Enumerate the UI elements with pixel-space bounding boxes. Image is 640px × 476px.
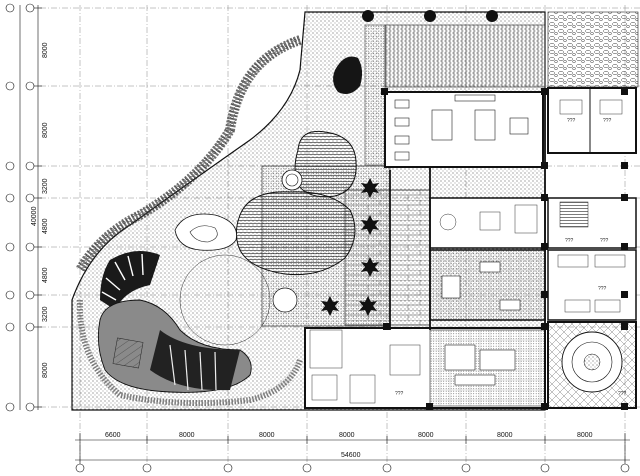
dimension-bottom	[75, 433, 630, 465]
dim-bottom-5: 8000	[418, 432, 434, 439]
room-mark-5: ???	[598, 286, 607, 292]
round-trees	[362, 10, 498, 22]
water-feature-upper	[294, 130, 357, 198]
room-mark-7: ???	[618, 391, 627, 397]
dim-bottom-7: 8000	[577, 432, 593, 439]
room-mark-6: ???	[395, 391, 404, 397]
structural-columns	[381, 88, 628, 410]
dim-left-6: 3200	[42, 306, 49, 322]
dim-left-2: 8000	[42, 122, 49, 138]
dim-bottom-6: 8000	[497, 432, 513, 439]
tree-symbols	[321, 178, 379, 316]
room-mark-2: ???	[603, 118, 612, 124]
dim-left-5: 4800	[42, 267, 49, 283]
building-gym	[384, 91, 544, 168]
dim-left-3: 3200	[42, 178, 49, 194]
garden-top-right	[547, 11, 639, 88]
rock-island	[174, 213, 237, 251]
dim-total: 54600	[341, 452, 361, 459]
wood-deck	[344, 189, 431, 326]
dimension-left	[19, 5, 42, 410]
dim-left-1: 8000	[42, 42, 49, 58]
fountain-ring	[281, 169, 303, 191]
building-lounge	[429, 197, 546, 249]
dim-left-4: 4800	[42, 218, 49, 234]
axis-bubbles-left	[5, 3, 35, 412]
dim-bottom-1: 6600	[105, 432, 121, 439]
dim-bottom-4: 8000	[339, 432, 355, 439]
parking-strip	[384, 24, 546, 88]
dim-bottom-2: 8000	[179, 432, 195, 439]
room-mark-3: ???	[565, 238, 574, 244]
axis-bubbles-bottom	[75, 463, 630, 473]
amphitheater	[100, 251, 160, 310]
room-mark-1: ???	[567, 118, 576, 124]
dim-left-7: 8000	[42, 362, 49, 378]
dim-bottom-3: 8000	[259, 432, 275, 439]
dim-left-total: 40000	[31, 206, 38, 226]
water-feature-main	[235, 191, 356, 276]
room-mark-4: ???	[600, 238, 609, 244]
building-offices	[547, 87, 637, 154]
pond-dark	[333, 56, 363, 94]
